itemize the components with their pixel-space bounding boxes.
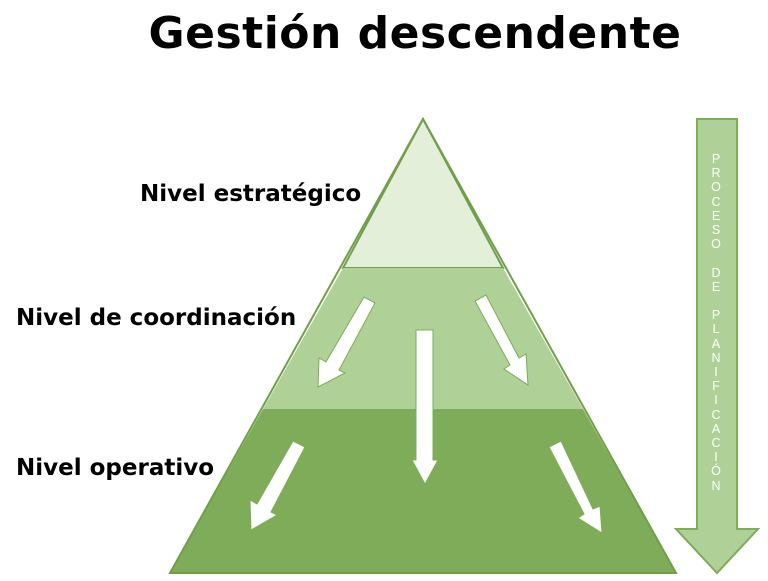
- process-label-char: I: [714, 450, 718, 465]
- process-label-char: D: [711, 265, 721, 280]
- process-label-char: P: [711, 152, 721, 166]
- process-label-char: C: [711, 407, 721, 422]
- process-label-char: R: [711, 166, 721, 181]
- process-label-char: F: [712, 379, 720, 394]
- process-label-char: L: [712, 322, 720, 337]
- process-label-char: A: [711, 421, 721, 436]
- process-label-char: [696, 251, 736, 265]
- process-label-char: I: [714, 393, 718, 408]
- level-label-operative: Nivel operativo: [16, 455, 215, 481]
- down-arrow-bottom-left: [249, 440, 306, 531]
- process-arrow: [673, 118, 761, 575]
- pyramid-outline: [168, 116, 678, 574]
- process-label-char: E: [711, 208, 721, 223]
- process-label-char: O: [711, 237, 721, 252]
- process-label-char: A: [711, 336, 721, 351]
- down-arrow-middle-right: [474, 294, 529, 386]
- process-label-char: C: [711, 194, 721, 209]
- process-label-char: E: [711, 279, 721, 294]
- process-label-char: C: [711, 436, 721, 451]
- level-label-strategic: Nivel estratégico: [140, 181, 362, 207]
- process-label-char: I: [714, 365, 718, 380]
- process-label-char: N: [711, 478, 721, 493]
- process-label-char: O: [711, 180, 721, 195]
- down-arrow-bottom-right: [548, 440, 603, 534]
- process-label-char: S: [711, 223, 721, 238]
- pyramid-tier-top: [341, 116, 505, 269]
- down-arrow-middle-left: [317, 296, 376, 388]
- level-label-coordination: Nivel de coordinación: [16, 305, 297, 331]
- down-arrows: [249, 294, 603, 534]
- process-label-char: [696, 294, 736, 308]
- process-label-char: Ó: [711, 464, 721, 479]
- page-title: Gestión descendente: [148, 8, 682, 59]
- down-arrow-center: [411, 329, 439, 486]
- process-label-char: N: [711, 350, 721, 365]
- process-label-char: P: [711, 308, 721, 323]
